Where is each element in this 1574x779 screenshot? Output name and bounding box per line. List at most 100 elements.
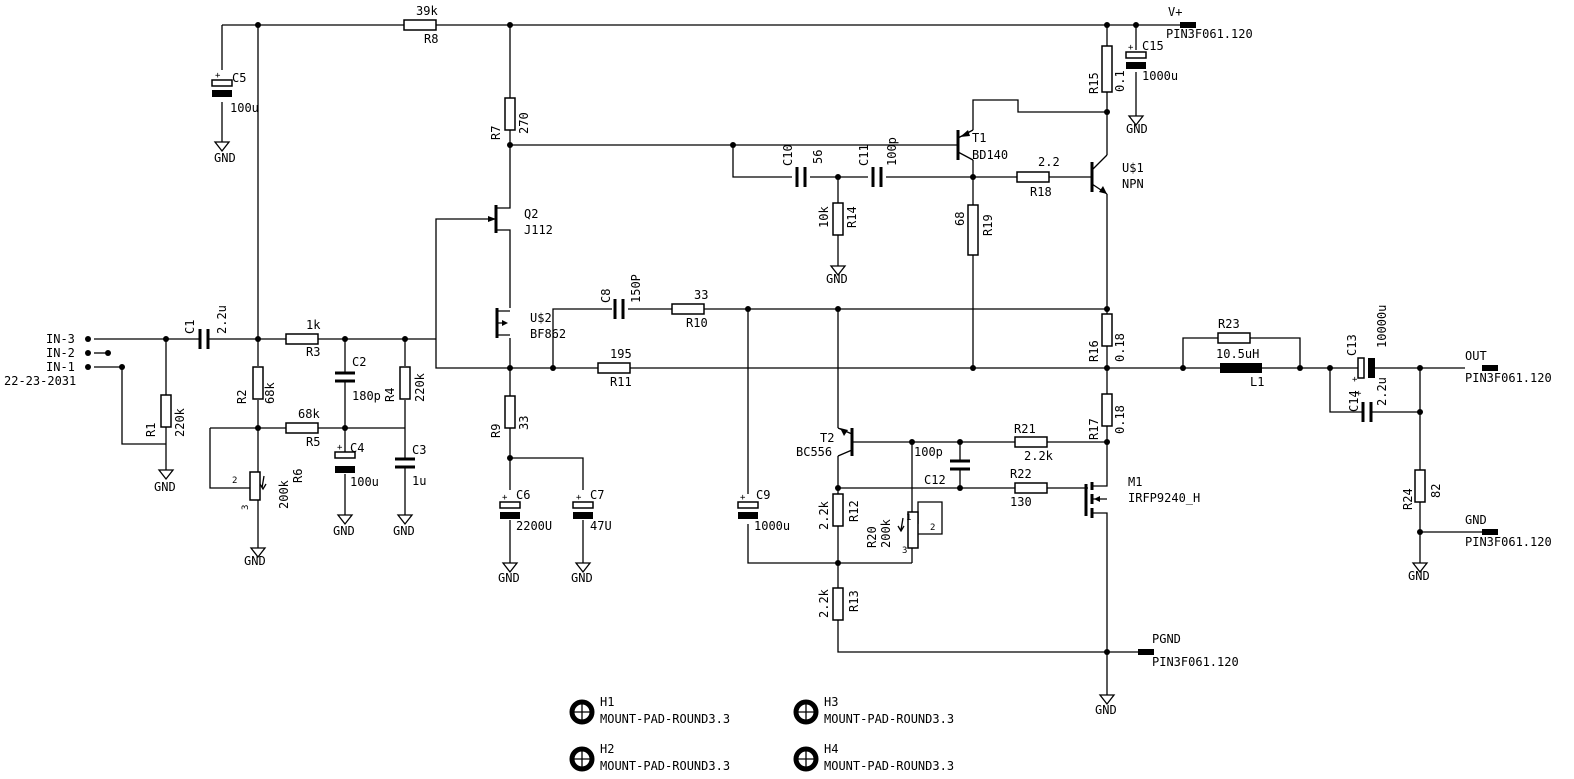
svg-text:T1: T1 — [972, 131, 986, 145]
svg-text:GND: GND — [571, 571, 593, 585]
capacitor-c12: 100p C12 — [914, 445, 970, 487]
svg-text:1k: 1k — [306, 318, 321, 332]
resistor-r2: R2 68k — [235, 366, 277, 404]
svg-text:GND: GND — [498, 571, 520, 585]
gnd-out-label: GND — [1465, 513, 1487, 527]
svg-text:R13: R13 — [847, 590, 861, 612]
resistor-r1: R1 220k — [144, 394, 187, 437]
svg-text:GND: GND — [333, 524, 355, 538]
vplus-part: PIN3F061.120 — [1166, 27, 1253, 41]
svg-text:C15: C15 — [1142, 39, 1164, 53]
svg-text:10.5uH: 10.5uH — [1216, 347, 1259, 361]
svg-text:MOUNT-PAD-ROUND3.3: MOUNT-PAD-ROUND3.3 — [600, 759, 730, 773]
resistor-r22: R22 130 — [1010, 467, 1048, 509]
svg-text:220k: 220k — [173, 407, 187, 437]
svg-text:R22: R22 — [1010, 467, 1032, 481]
vplus-label: V+ — [1168, 5, 1182, 19]
svg-text:10k: 10k — [817, 206, 831, 228]
svg-text:H4: H4 — [824, 742, 838, 756]
svg-text:68k: 68k — [263, 382, 277, 404]
svg-text:33: 33 — [517, 416, 531, 430]
svg-text:1u: 1u — [412, 474, 426, 488]
svg-text:R6: R6 — [291, 469, 305, 483]
svg-text:BF862: BF862 — [530, 327, 566, 341]
capacitor-c11: C11 100p — [857, 137, 899, 187]
pgnd-label: PGND — [1152, 632, 1181, 646]
svg-text:200k: 200k — [277, 479, 291, 509]
gnd-pin: GND PIN3F061.120 — [1465, 513, 1552, 549]
svg-text:H1: H1 — [600, 695, 614, 709]
gnd-out-part: PIN3F061.120 — [1465, 535, 1552, 549]
ground-icon: GND — [498, 562, 520, 585]
resistor-r21: R21 2.2k — [1014, 422, 1054, 463]
resistor-r16: R16 0.18 — [1087, 313, 1127, 362]
svg-text:+: + — [215, 71, 221, 81]
svg-text:2.2k: 2.2k — [817, 588, 831, 618]
svg-text:0.18: 0.18 — [1113, 405, 1127, 434]
svg-text:C6: C6 — [516, 488, 530, 502]
svg-text:H2: H2 — [600, 742, 614, 756]
ground-icon: GND — [393, 514, 415, 538]
capacitor-c1: C1 2.2u — [183, 305, 229, 349]
resistor-r8: 39k R8 — [403, 4, 438, 46]
svg-text:R10: R10 — [686, 316, 708, 330]
capacitor-c8: C8 150P — [599, 274, 643, 319]
svg-text:C7: C7 — [590, 488, 604, 502]
svg-text:150P: 150P — [629, 274, 643, 303]
capacitor-c15: + C15 1000u — [1125, 39, 1178, 83]
svg-text:+: + — [1352, 375, 1358, 385]
ground-icon: GND — [244, 547, 267, 568]
mounting-pads: H1 MOUNT-PAD-ROUND3.3 H2 MOUNT-PAD-ROUND… — [569, 695, 954, 773]
wires — [94, 24, 1482, 695]
svg-text:C3: C3 — [412, 443, 426, 457]
resistor-r9: R9 33 — [489, 395, 531, 438]
svg-text:195: 195 — [610, 347, 632, 361]
svg-text:47U: 47U — [590, 519, 612, 533]
svg-text:R17: R17 — [1087, 418, 1101, 440]
resistor-r18: 2.2 R18 — [1016, 155, 1060, 199]
svg-text:R16: R16 — [1087, 340, 1101, 362]
svg-text:270: 270 — [517, 112, 531, 134]
svg-text:R23: R23 — [1218, 317, 1240, 331]
svg-text:R18: R18 — [1030, 185, 1052, 199]
svg-text:BC556: BC556 — [796, 445, 832, 459]
junctions — [105, 22, 1423, 655]
svg-text:GND: GND — [1126, 122, 1148, 136]
transistor-t2: T2 BC556 — [796, 427, 858, 459]
svg-text:C9: C9 — [756, 488, 770, 502]
svg-text:MOUNT-PAD-ROUND3.3: MOUNT-PAD-ROUND3.3 — [600, 712, 730, 726]
svg-text:33: 33 — [694, 288, 708, 302]
svg-text:C4: C4 — [350, 441, 364, 455]
mount-pad-h1: H1 MOUNT-PAD-ROUND3.3 — [569, 695, 730, 726]
svg-text:H3: H3 — [824, 695, 838, 709]
svg-text:GND: GND — [154, 480, 176, 494]
svg-text:180p: 180p — [352, 389, 381, 403]
inductor-l1: 10.5uH L1 — [1216, 347, 1264, 389]
ground-icon: GND — [1126, 115, 1148, 136]
svg-text:IRFP9240_H: IRFP9240_H — [1128, 491, 1200, 505]
resistor-r17: R17 0.18 — [1087, 393, 1127, 440]
svg-text:2.2k: 2.2k — [1024, 449, 1054, 463]
ground-icon: GND — [154, 469, 176, 494]
ground-symbols: GND GND GND GND GND GND GND GND GND GND … — [154, 115, 1430, 717]
capacitor-c3: C3 1u — [395, 443, 426, 488]
pgnd-pin: PGND PIN3F061.120 — [1138, 632, 1239, 669]
resistor-r4: R4 220k — [383, 366, 427, 402]
svg-text:39k: 39k — [416, 4, 438, 18]
svg-text:BD140: BD140 — [972, 148, 1008, 162]
svg-text:R11: R11 — [610, 375, 632, 389]
svg-text:C11: C11 — [857, 144, 871, 166]
svg-text:MOUNT-PAD-ROUND3.3: MOUNT-PAD-ROUND3.3 — [824, 759, 954, 773]
resistor-r5: 68k R5 — [285, 407, 320, 449]
svg-text:2: 2 — [930, 523, 935, 533]
capacitor-c5: + C5 100u — [211, 71, 259, 115]
ground-icon: GND — [826, 265, 848, 286]
resistors: 39k R8 R1 220k R2 68k 1k R3 R4 220k 68k … — [144, 4, 1443, 621]
resistor-r14: 10k R14 — [817, 202, 859, 236]
svg-text:C12: C12 — [924, 473, 946, 487]
svg-text:M1: M1 — [1128, 475, 1142, 489]
svg-text:R12: R12 — [847, 500, 861, 522]
capacitor-c6: + C6 2200U — [499, 488, 552, 533]
svg-text:GND: GND — [826, 272, 848, 286]
svg-text:R19: R19 — [981, 214, 995, 236]
